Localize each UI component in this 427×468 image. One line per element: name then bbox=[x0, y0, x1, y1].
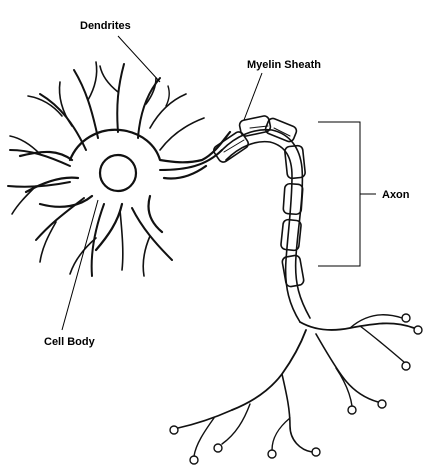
label-cell-body: Cell Body bbox=[44, 336, 96, 348]
myelin-sheath-leader-line bbox=[244, 73, 262, 120]
axon-bracket bbox=[318, 122, 376, 266]
labels: Dendrites Myelin Sheath Axon Cell Body bbox=[44, 20, 410, 348]
nucleus bbox=[100, 155, 136, 191]
leader-lines bbox=[62, 36, 376, 330]
axon-terminals bbox=[170, 314, 422, 464]
label-axon: Axon bbox=[382, 189, 410, 201]
dendrites-leader-line bbox=[118, 36, 160, 82]
label-dendrites: Dendrites bbox=[80, 20, 131, 32]
label-myelin-sheath: Myelin Sheath bbox=[247, 59, 321, 71]
axon-trunk bbox=[160, 130, 310, 322]
